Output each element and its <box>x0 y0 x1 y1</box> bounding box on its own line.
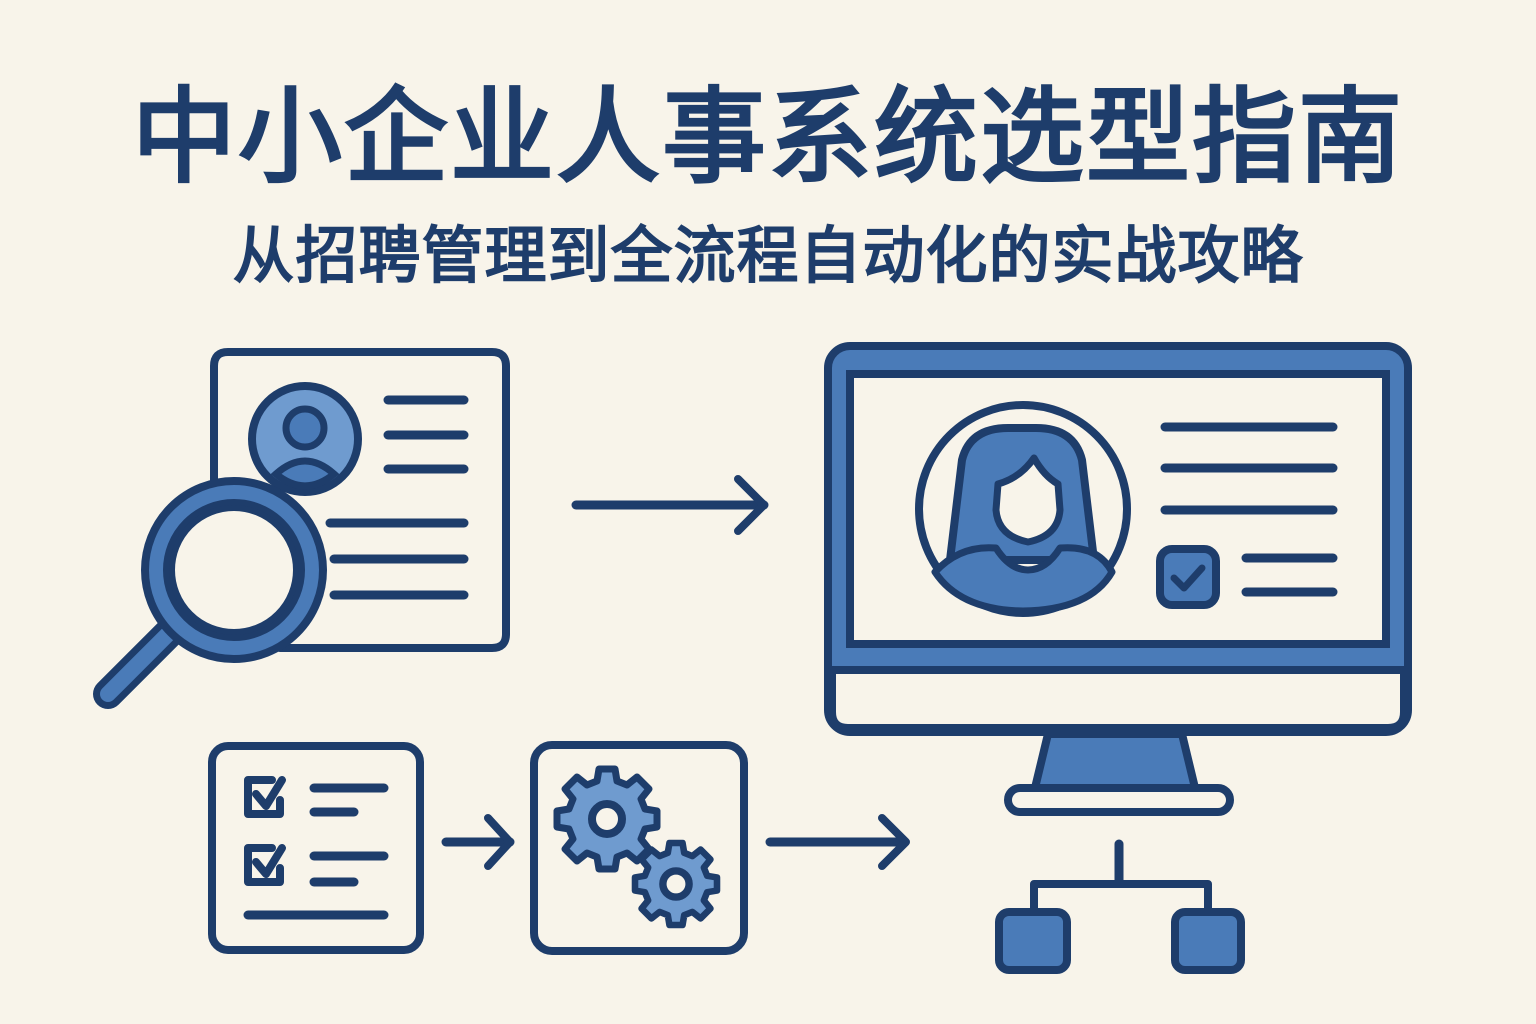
page-title: 中小企业人事系统选型指南 <box>131 76 1404 198</box>
profile-lines <box>1160 422 1338 597</box>
arrow-right-icon <box>441 814 515 870</box>
checkbox-checked-icon <box>1156 545 1220 609</box>
avatar-icon <box>248 382 362 496</box>
arrow-right-icon <box>765 814 910 870</box>
page-subtitle: 从招聘管理到全流程自动化的实战攻略 <box>232 219 1304 292</box>
gears-icon <box>530 741 748 955</box>
female-avatar-icon <box>915 401 1131 617</box>
hierarchy-icon <box>995 839 1245 974</box>
arrow-right-icon <box>571 475 769 535</box>
resume-document-icon <box>210 348 510 652</box>
checklist-icon <box>208 742 424 954</box>
monitor-icon <box>824 342 1412 816</box>
magnifying-glass-icon <box>93 477 327 709</box>
